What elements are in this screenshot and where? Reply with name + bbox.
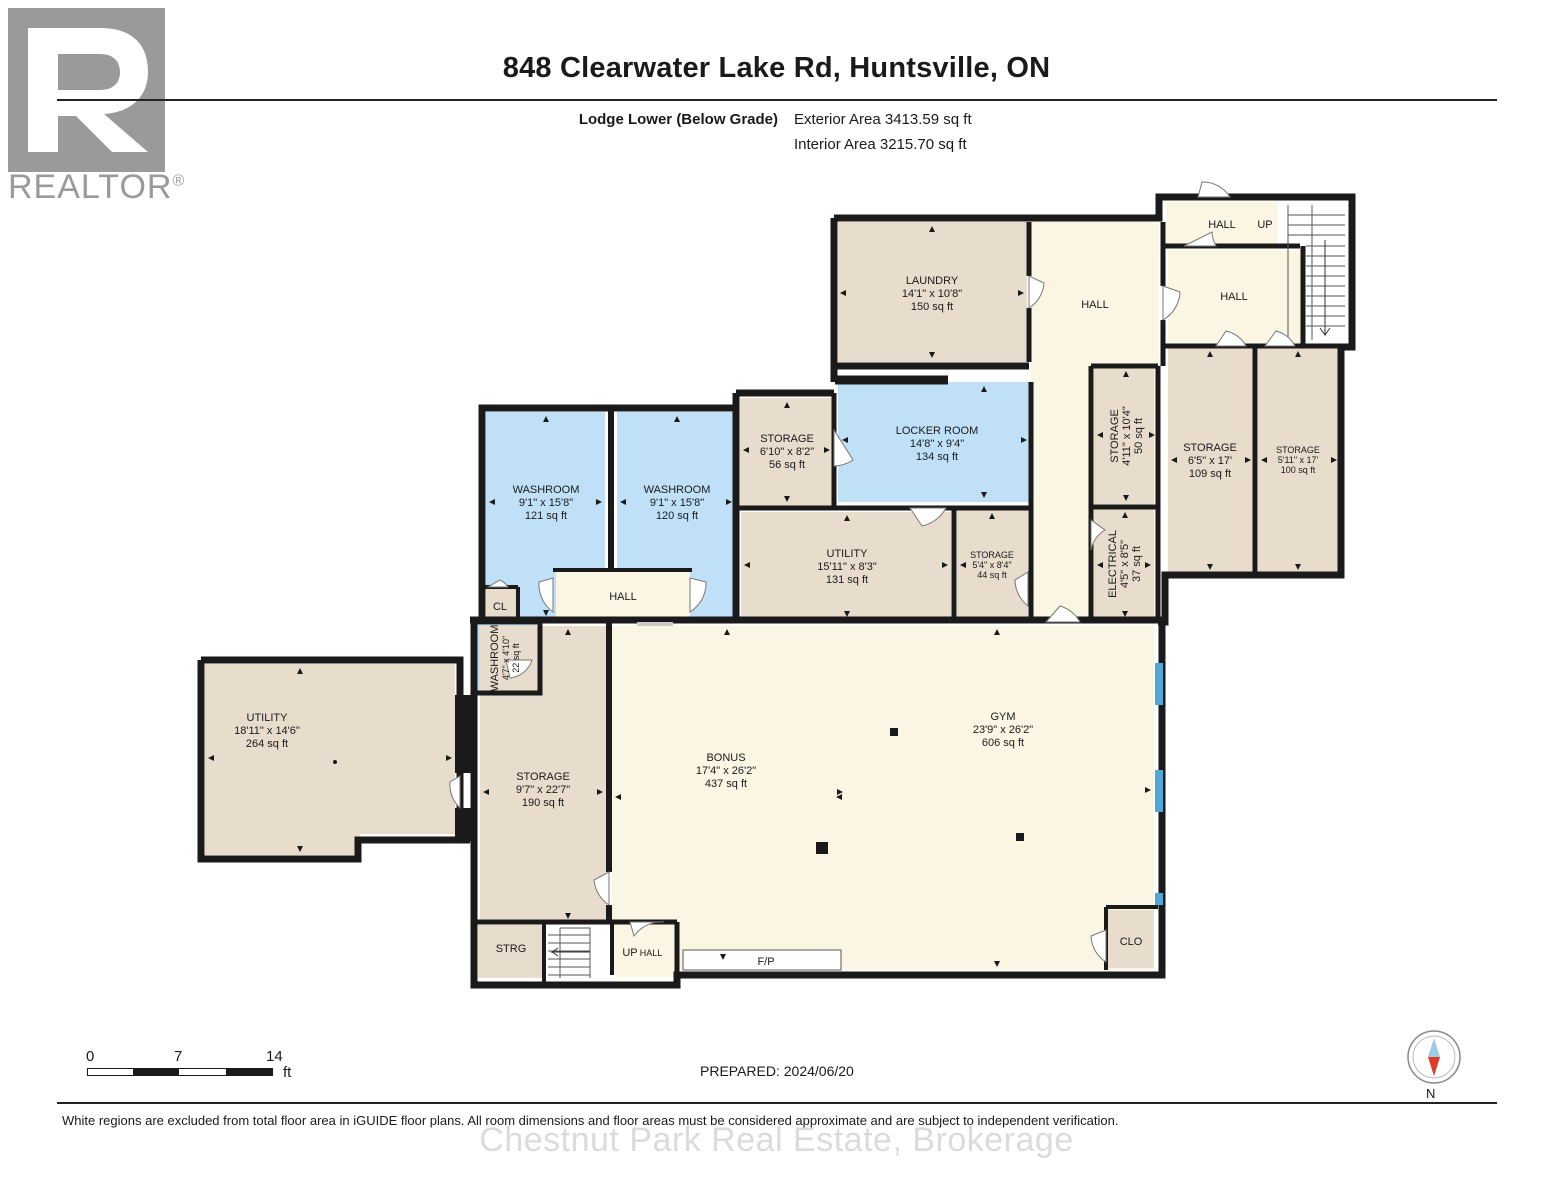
footer-rule — [57, 1102, 1497, 1104]
room-hall-top — [1166, 202, 1294, 246]
storage-c-area: 100 sq ft — [1281, 465, 1316, 475]
room-up-hall — [615, 925, 675, 977]
fp-name: F/P — [757, 956, 774, 968]
laundry-name: LAUNDRY — [906, 275, 959, 287]
storage-small-name: STORAGE — [970, 550, 1014, 560]
disclaimer: White regions are excluded from total fl… — [62, 1113, 1119, 1128]
washroom-2-dims: 9'1" x 15'8" — [650, 497, 704, 509]
storage-narrow-name: STORAGE — [1109, 409, 1121, 463]
room-bonus-gym — [612, 626, 1154, 970]
washroom-2-area: 120 sq ft — [656, 510, 698, 522]
washroom-1-dims: 9'1" x 15'8" — [519, 497, 573, 509]
bonus-area: 437 sq ft — [705, 778, 747, 790]
storage-long-dims: 9'7" x 22'7" — [516, 784, 570, 796]
room-storage-a — [740, 398, 832, 506]
laundry-area: 150 sq ft — [911, 301, 953, 313]
interior-area: Interior Area 3215.70 sq ft — [794, 136, 967, 153]
utility-mid-dims: 15'11" x 8'3" — [817, 561, 877, 573]
washroom-1-name: WASHROOM — [513, 484, 580, 496]
room-storage-c — [1258, 348, 1340, 573]
room-storage-b — [1168, 348, 1254, 573]
room-strg — [478, 925, 542, 978]
room-hall-mid — [556, 572, 690, 620]
header-rule — [57, 99, 1497, 101]
hall-top-name: HALL — [1208, 219, 1236, 231]
locker-name: LOCKER ROOM — [896, 425, 979, 437]
gym-name: GYM — [990, 711, 1015, 723]
hall-mid-name: HALL — [609, 591, 637, 603]
scale-unit: ft — [283, 1064, 292, 1081]
room-cl — [486, 589, 515, 620]
washroom-small-dims: 4'7" x 4'10" — [501, 636, 511, 680]
room-storage-narrow — [1094, 368, 1154, 504]
storage-a-area: 56 sq ft — [769, 459, 805, 471]
utility-left-area: 264 sq ft — [246, 738, 288, 750]
room-locker — [838, 382, 1031, 502]
compass-icon — [1407, 1030, 1461, 1084]
compass-north-label: N — [1426, 1086, 1436, 1101]
cl-name: CL — [493, 601, 507, 613]
washroom-small-area: 22 sq ft — [511, 643, 521, 673]
room-laundry — [838, 222, 1027, 362]
storage-b-dims: 6'5" x 17' — [1188, 455, 1232, 467]
hall-main-name: HALL — [1081, 299, 1109, 311]
storage-a-dims: 6'10" x 8'2" — [760, 446, 814, 458]
bonus-name: BONUS — [706, 752, 745, 764]
laundry-dims: 14'1" x 10'8" — [902, 288, 962, 300]
floor-name: Lodge Lower (Below Grade) — [578, 111, 778, 128]
room-storage-small — [957, 510, 1028, 620]
storage-a-name: STORAGE — [760, 433, 814, 445]
scale-label-7: 7 — [174, 1048, 183, 1065]
storage-small-dims: 5'4" x 8'4" — [972, 560, 1011, 570]
washroom-2-name: WASHROOM — [644, 484, 711, 496]
hall-top-up: UP — [1257, 219, 1272, 231]
utility-left-name: UTILITY — [247, 712, 289, 724]
bonus-dims: 17'4" x 26'2" — [696, 765, 756, 777]
electrical-dims: 4'5" x 8'5" — [1119, 540, 1131, 588]
washroom-1-area: 121 sq ft — [525, 510, 567, 522]
gym-area: 606 sq ft — [982, 737, 1024, 749]
storage-b-area: 109 sq ft — [1189, 468, 1231, 480]
prepared-date: PREPARED: 2024/06/20 — [700, 1063, 854, 1079]
hall-right-name: HALL — [1220, 291, 1248, 303]
room-utility-mid — [741, 512, 951, 620]
realtor-logo-text: REALTOR® — [8, 168, 186, 206]
page-title: 848 Clearwater Lake Rd, Huntsville, ON — [502, 52, 1051, 84]
exterior-area: Exterior Area 3413.59 sq ft — [794, 111, 972, 128]
locker-area: 134 sq ft — [916, 451, 958, 463]
clo-name: CLO — [1120, 936, 1143, 948]
storage-narrow-area: 50 sq ft — [1133, 418, 1145, 454]
storage-small-area: 44 sq ft — [977, 570, 1007, 580]
electrical-area: 37 sq ft — [1131, 546, 1143, 582]
room-electrical — [1094, 509, 1154, 620]
electrical-name: ELECTRICAL — [1107, 530, 1119, 598]
utility-mid-name: UTILITY — [827, 548, 869, 560]
room-clo — [1108, 910, 1154, 968]
utility-mid-area: 131 sq ft — [826, 574, 868, 586]
realtor-logo-icon — [8, 8, 165, 172]
up-hall-up: UP — [622, 947, 637, 959]
watermark: Chestnut Park Real Estate, Brokerage — [479, 1121, 1074, 1159]
scale-label-0: 0 — [86, 1048, 95, 1065]
storage-c-name: STORAGE — [1276, 445, 1320, 455]
strg-name: STRG — [496, 943, 527, 955]
locker-dims: 14'8" x 9'4" — [910, 438, 964, 450]
storage-narrow-dims: 4'11" x 10'4" — [1121, 406, 1133, 466]
utility-left-dims: 18'11" x 14'6" — [234, 725, 300, 737]
storage-long-area: 190 sq ft — [522, 797, 564, 809]
washroom-small-name: WASHROOM — [489, 625, 501, 692]
gym-dims: 23'9" x 26'2" — [973, 724, 1033, 736]
up-hall-name: HALL — [640, 948, 663, 958]
scale-label-14: 14 — [266, 1048, 283, 1065]
storage-c-dims: 5'11" x 17' — [1278, 455, 1319, 465]
scale-bar — [87, 1068, 273, 1076]
storage-long-name: STORAGE — [516, 771, 570, 783]
room-storage-long — [480, 626, 606, 922]
storage-b-name: STORAGE — [1183, 442, 1237, 454]
room-hall-right — [1168, 250, 1301, 343]
room-utility-left — [205, 664, 455, 855]
